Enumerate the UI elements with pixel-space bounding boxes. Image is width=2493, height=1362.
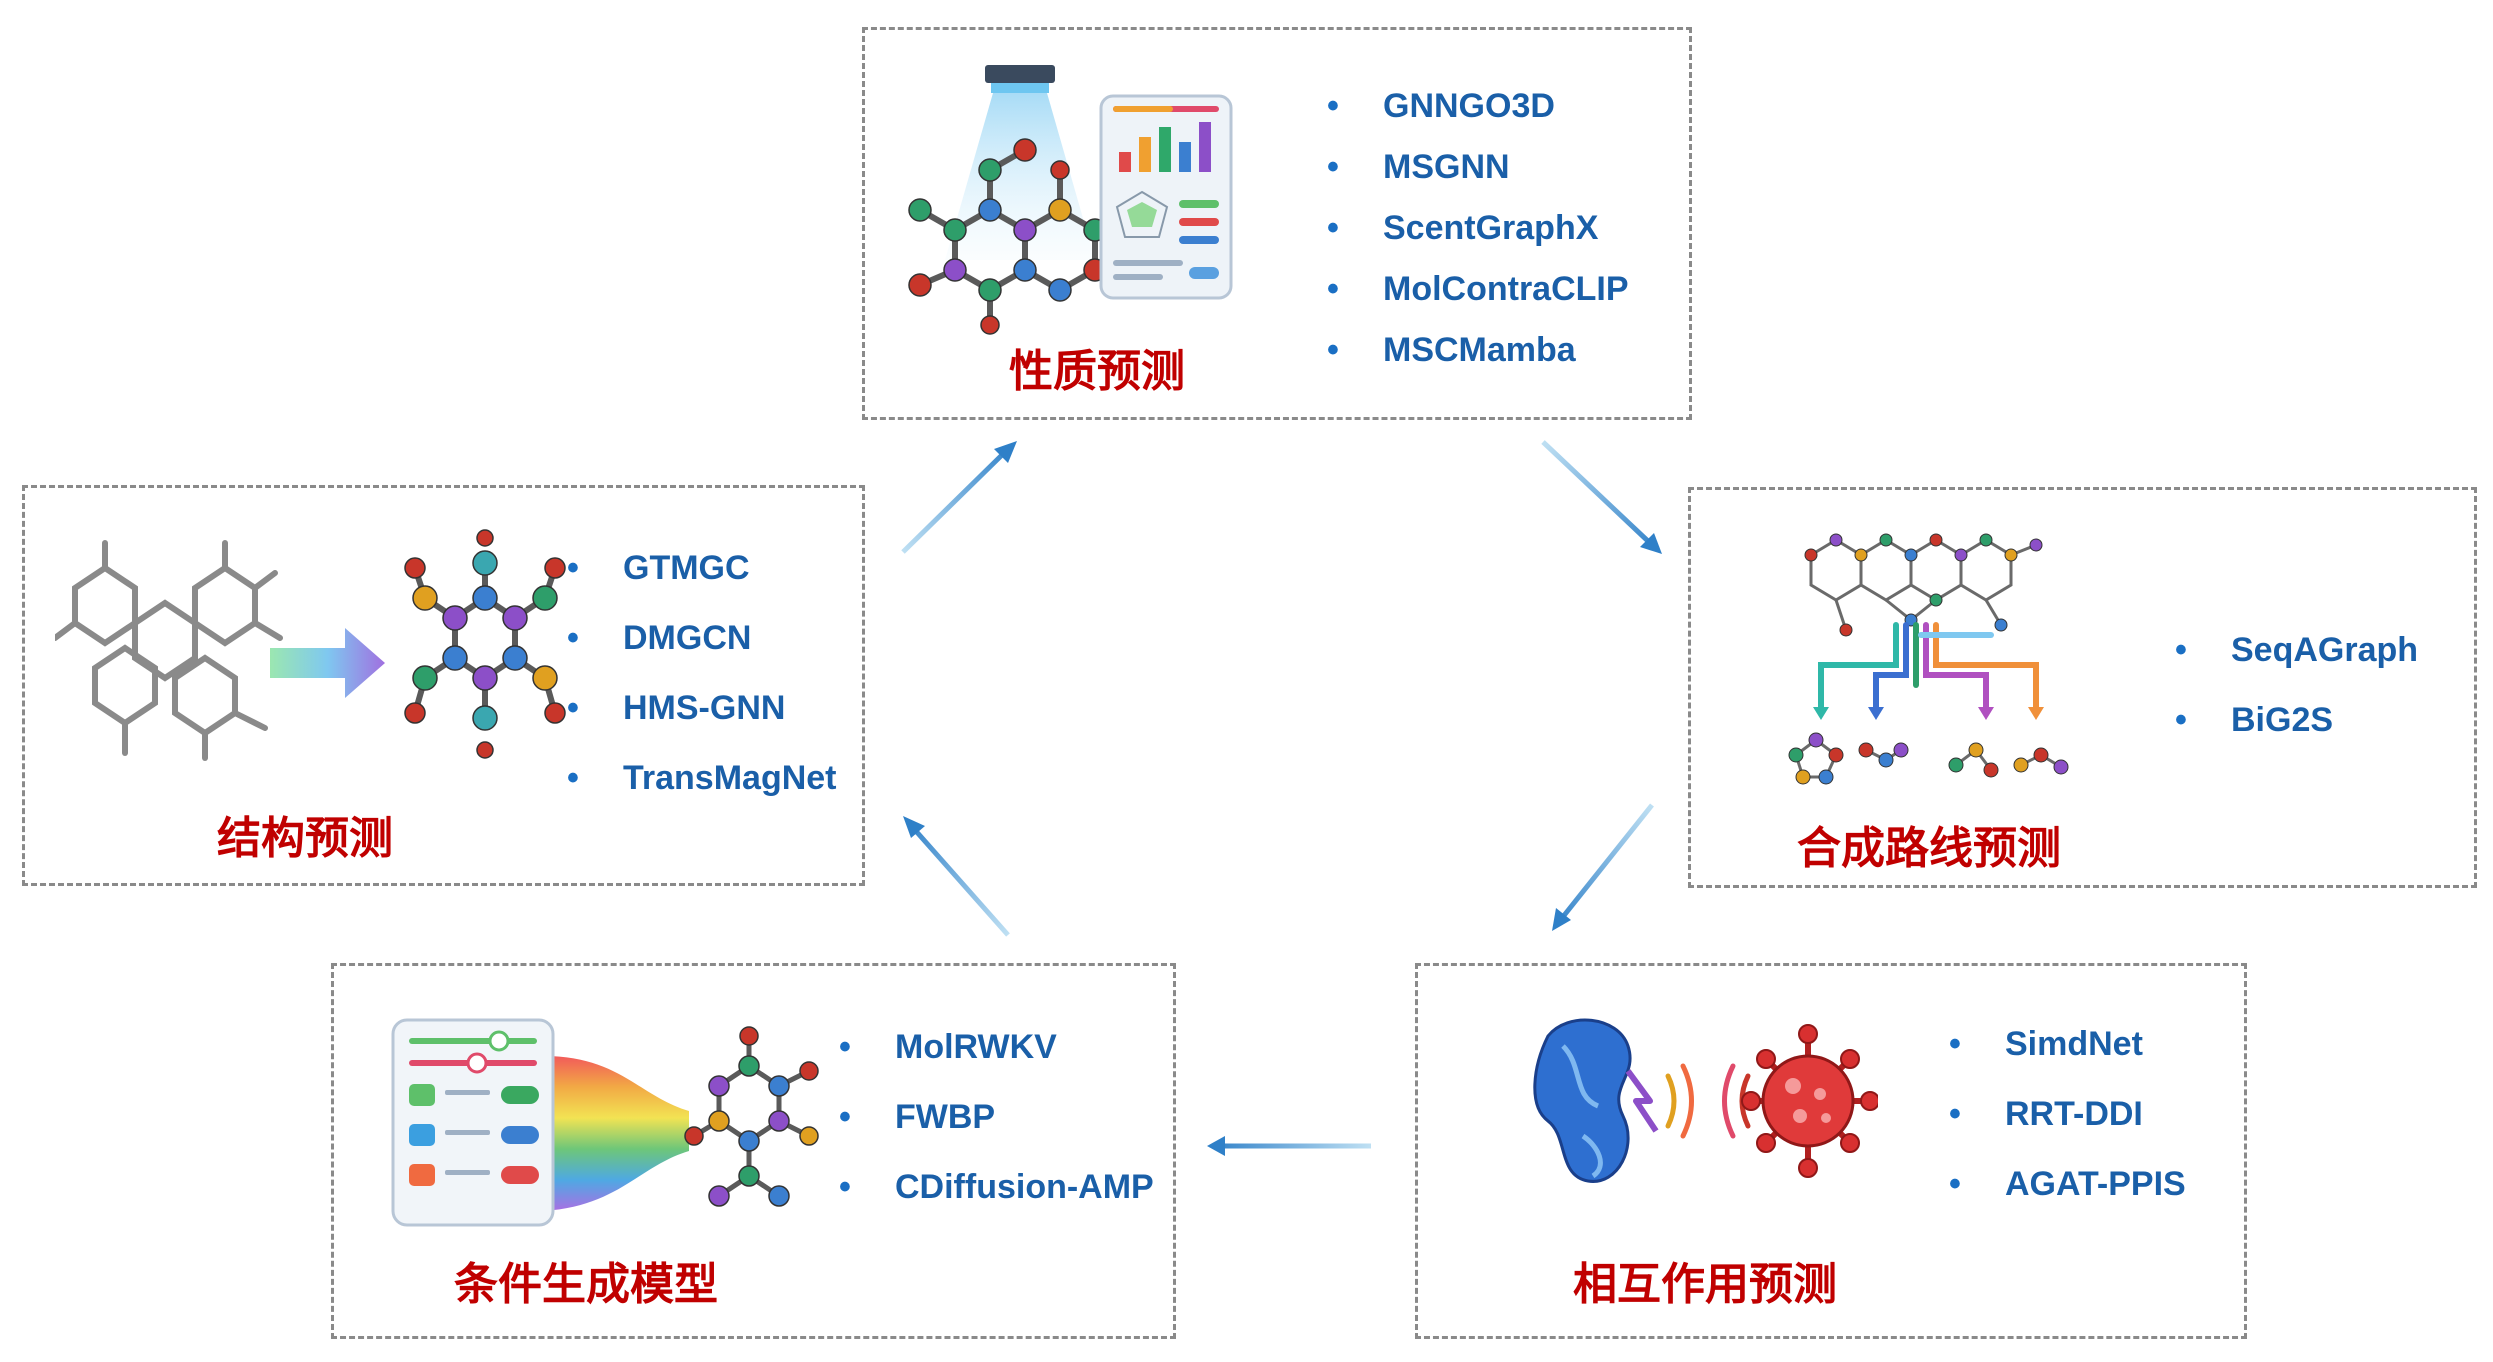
property-model-list: GNNGO3D MSGNN ScentGraphX MolContraCLIP … xyxy=(1327,76,1629,381)
list-item: RRT-DDI xyxy=(1949,1079,2186,1149)
list-item: SimdNet xyxy=(1949,1009,2186,1079)
generation-model-title: 条件生成模型 xyxy=(454,1259,718,1310)
list-item: CDiffusion-AMP xyxy=(839,1152,1154,1222)
structure-prediction-box: 结构预测 GTMGC DMGCN HMS-GNN TransMagNet xyxy=(22,485,865,886)
list-item: GNNGO3D xyxy=(1327,76,1629,137)
interaction-model-list: SimdNet RRT-DDI AGAT-PPIS xyxy=(1949,1009,2186,1219)
control-panel-icon xyxy=(391,1018,819,1227)
property-prediction-box: 性质预测 GNNGO3D MSGNN ScentGraphX MolContra… xyxy=(862,27,1692,420)
property-prediction-title: 性质预测 xyxy=(1009,346,1185,397)
list-item: AGAT-PPIS xyxy=(1949,1149,2186,1219)
interaction-prediction-box: 相互作用预测 SimdNet RRT-DDI AGAT-PPIS xyxy=(1415,963,2247,1339)
generation-model-box: 条件生成模型 MolRWKV FWBP CDiffusion-AMP xyxy=(331,963,1176,1339)
list-item: SeqAGraph xyxy=(2175,615,2418,685)
arrow-generation-to-structure xyxy=(903,816,1010,937)
structure-prediction-title: 结构预测 xyxy=(217,813,393,864)
list-item: MSCMamba xyxy=(1327,320,1629,381)
list-item: GTMGC xyxy=(567,533,837,603)
retrosynthesis-tree-icon xyxy=(1788,533,2069,785)
list-item: TransMagNet xyxy=(567,743,837,813)
protein-virus-icon xyxy=(1533,1018,1878,1183)
arrow-synthesis-to-interaction xyxy=(1552,803,1654,931)
list-item: DMGCN xyxy=(567,603,837,673)
arrow-property-to-synthesis xyxy=(1541,440,1662,554)
list-item: HMS-GNN xyxy=(567,673,837,743)
synthesis-prediction-box: 合成路线预测 SeqAGraph BiG2S xyxy=(1688,487,2477,888)
list-item: MolContraCLIP xyxy=(1327,259,1629,320)
synthesis-model-list: SeqAGraph BiG2S xyxy=(2175,615,2418,755)
list-item: FWBP xyxy=(839,1082,1154,1152)
molecule-transform-icon xyxy=(55,529,566,761)
list-item: ScentGraphX xyxy=(1327,198,1629,259)
list-item: BiG2S xyxy=(2175,685,2418,755)
arrow-structure-to-property xyxy=(901,441,1017,554)
list-item: MSGNN xyxy=(1327,137,1629,198)
arrow-interaction-to-generation xyxy=(1207,1136,1371,1156)
structure-model-list: GTMGC DMGCN HMS-GNN TransMagNet xyxy=(567,533,837,813)
generation-model-list: MolRWKV FWBP CDiffusion-AMP xyxy=(839,1012,1154,1222)
interaction-prediction-title: 相互作用预测 xyxy=(1573,1259,1837,1310)
report-chart-icon xyxy=(1099,94,1233,300)
list-item: MolRWKV xyxy=(839,1012,1154,1082)
synthesis-prediction-title: 合成路线预测 xyxy=(1797,823,2061,874)
